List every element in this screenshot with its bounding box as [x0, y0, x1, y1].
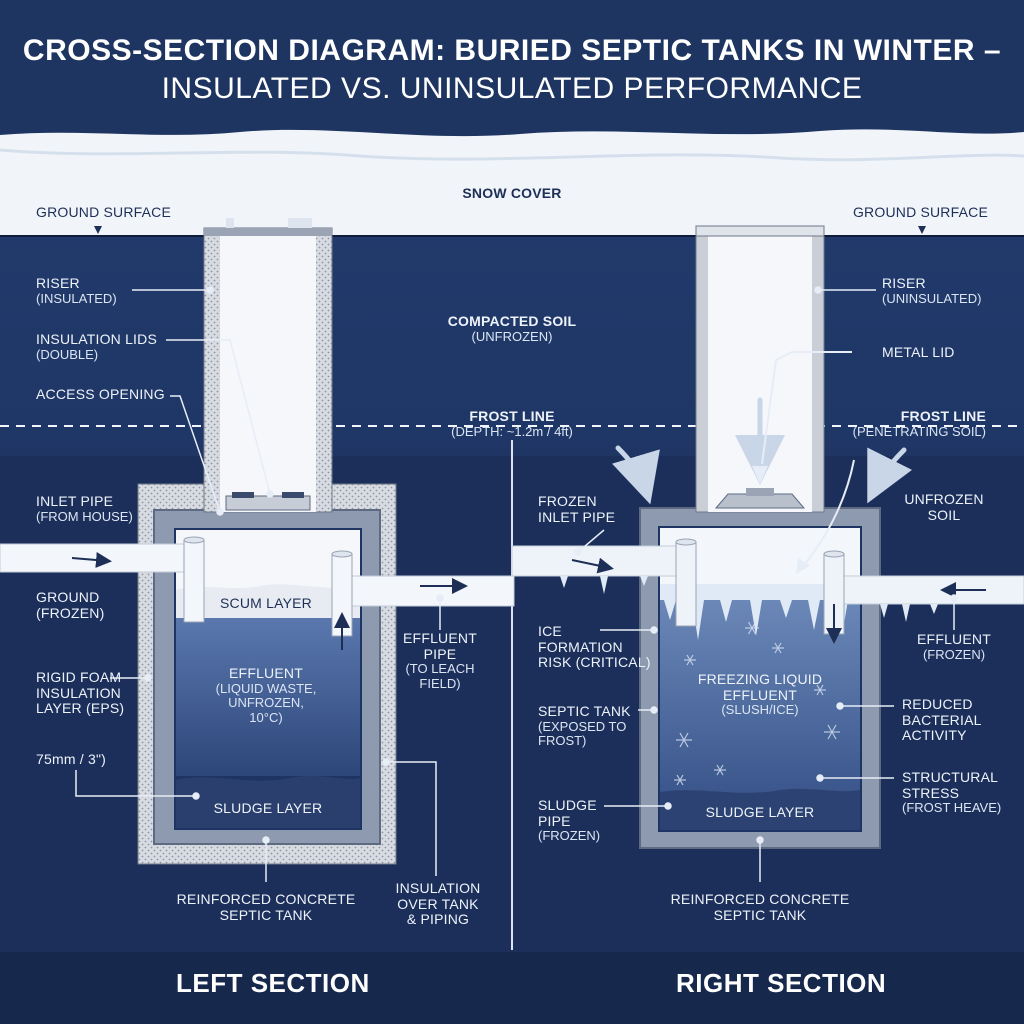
compacted-soil-label: COMPACTED SOIL (UNFROZEN): [447, 313, 577, 344]
title-line-2: INSULATED VS. UNINSULATED PERFORMANCE: [161, 72, 863, 105]
unfrozen-soil-label: UNFROZEN SOIL: [904, 491, 984, 523]
reduced-bacterial-label: REDUCED BACTERIAL ACTIVITY: [902, 696, 982, 744]
ground-frozen-label: GROUND (FROZEN): [36, 589, 105, 621]
scum-layer-label: SCUM LAYER: [220, 595, 312, 611]
right-riser-label: RISER (UNINSULATED): [882, 275, 982, 306]
frost-line-label: FROST LINE (DEPTH: ~1.2m / 4ft): [451, 408, 573, 439]
access-opening-label: ACCESS OPENING: [36, 386, 165, 402]
title-band: [0, 0, 1024, 140]
thickness-label: 75mm / 3"): [36, 751, 106, 767]
right-section-label: RIGHT SECTION: [676, 968, 887, 998]
left-riser-label: RISER (INSULATED): [36, 275, 117, 306]
inlet-pipe-label: INLET PIPE (FROM HOUSE): [36, 493, 133, 524]
insulation-lids-label: INSULATION LIDS (DOUBLE): [36, 331, 157, 362]
left-tank-label: REINFORCED CONCRETE SEPTIC TANK: [176, 891, 356, 923]
structural-stress-label: STRUCTURAL STRESS (FROST HEAVE): [902, 769, 1002, 816]
footer-band: [0, 952, 1024, 1024]
metal-lid-label: METAL LID: [882, 344, 955, 360]
septic-exposed-label: SEPTIC TANK (EXPOSED TO FROST): [538, 703, 631, 749]
left-outlet-pipe: [335, 575, 515, 607]
left-section-label: LEFT SECTION: [176, 968, 370, 998]
sludge-pipe-label: SLUDGE PIPE (FROZEN): [538, 797, 601, 844]
right-tank-label: REINFORCED CONCRETE SEPTIC TANK: [670, 891, 850, 923]
ice-formation-label: ICE FORMATION RISK (CRITICAL): [538, 623, 651, 671]
right-inlet-pipe: [511, 545, 691, 577]
snow-cover-label: SNOW COVER: [462, 185, 562, 201]
insulation-over-label: INSULATION OVER TANK & PIPING: [395, 880, 481, 928]
frozen-inlet-pipe-label: FROZEN INLET PIPE: [538, 493, 616, 525]
right-effluent-label: EFFLUENT (FROZEN): [917, 631, 991, 662]
right-sludge-layer-label: SLUDGE LAYER: [705, 804, 815, 820]
right-outlet-pipe: [829, 575, 1024, 605]
rigid-foam-label: RIGID FOAM INSULATION LAYER (EPS): [36, 669, 125, 717]
right-ground-surface-label: GROUND SURFACE: [852, 204, 988, 220]
right-frost-line-label: FROST LINE (PENETRATING SOIL): [852, 408, 986, 439]
left-inlet-pipe: [0, 543, 201, 573]
freezing-effluent-label: FREEZING LIQUID EFFLUENT (SLUSH/ICE): [697, 671, 823, 718]
left-sludge-layer-label: SLUDGE LAYER: [213, 800, 323, 816]
title-line-1: CROSS-SECTION DIAGRAM: BURIED SEPTIC TAN…: [22, 34, 1002, 67]
left-ground-surface-label: GROUND SURFACE: [36, 204, 172, 220]
left-effluent-label: EFFLUENT (LIQUID WASTE, UNFROZEN, 10°C): [215, 665, 317, 725]
left-insulation-lids: [225, 495, 311, 511]
right-metal-lid: [714, 493, 806, 509]
effluent-pipe-label: EFFLUENT PIPE (TO LEACH FIELD): [403, 630, 477, 691]
